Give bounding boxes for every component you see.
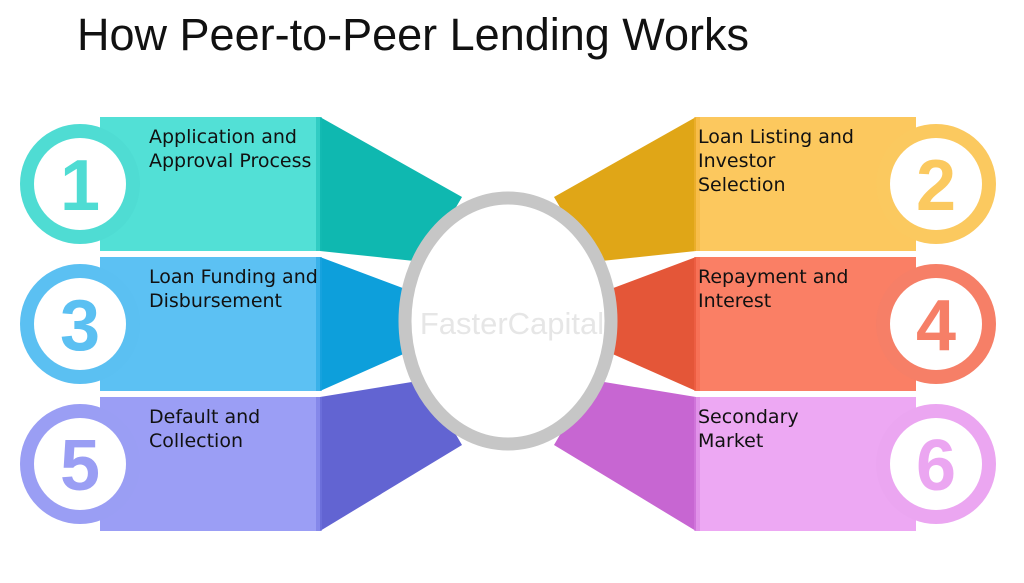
step-wing <box>608 257 696 391</box>
step-number: 3 <box>60 286 100 366</box>
step-band-edge <box>694 117 700 251</box>
center-ring <box>398 191 618 451</box>
step-number: 2 <box>916 146 956 226</box>
step-band-edge <box>694 257 700 391</box>
center-hub: FasterCapital <box>398 191 618 451</box>
step-number: 6 <box>916 426 956 506</box>
step-band-edge <box>316 397 322 531</box>
step-label-1: Application and Approval Process <box>149 126 312 172</box>
step-label-3: Loan Funding and Disbursement <box>149 266 318 312</box>
step-number: 1 <box>60 146 100 226</box>
watermark-text: FasterCapital <box>420 306 604 341</box>
step-number: 5 <box>60 426 100 506</box>
step-label-4: Repayment and Interest <box>698 266 849 312</box>
step-band-edge <box>694 397 700 531</box>
step-label-2: Loan Listing and Investor Selection <box>698 126 854 196</box>
step-wing <box>320 117 462 262</box>
number-disc <box>34 138 126 230</box>
step-5: 5 <box>20 380 462 531</box>
page-title: How Peer-to-Peer Lending Works <box>77 9 749 60</box>
step-wing <box>554 380 696 531</box>
step-wing <box>320 380 462 531</box>
number-disc <box>34 418 126 510</box>
step-label-5: Default and Collection <box>149 406 261 452</box>
number-disc <box>34 278 126 370</box>
step-1: 1 <box>20 117 462 262</box>
step-number: 4 <box>916 286 956 366</box>
step-wing <box>554 117 696 262</box>
step-wing <box>320 257 408 391</box>
step-6: 6 <box>554 380 996 531</box>
step-bands: 1 2 3 4 5 6 <box>20 117 996 531</box>
step-4: 4 <box>608 257 996 391</box>
number-disc <box>890 418 982 510</box>
number-disc <box>890 278 982 370</box>
number-disc <box>890 138 982 230</box>
step-label-6: Secondary Market <box>698 406 799 452</box>
step-2: 2 <box>554 117 996 262</box>
step-band-edge <box>316 257 322 391</box>
step-3: 3 <box>20 257 408 391</box>
step-band-edge <box>316 117 322 251</box>
